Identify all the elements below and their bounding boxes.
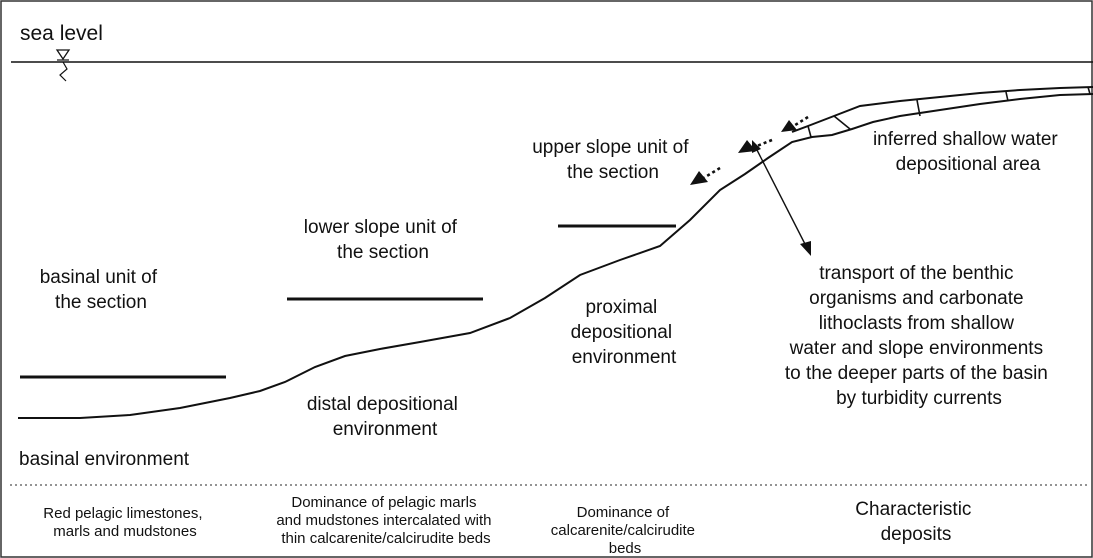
basinal-environment-label: basinal environment [19,449,190,470]
inferred-shallow-water-label: inferred shallow water depositional area [873,129,1063,175]
basinal-unit-label: basinal unit of the section [40,267,163,313]
sea-level-symbol-icon [55,49,71,82]
platform-top-line [791,86,1093,133]
turbidity-transport-label: transport of the benthic organisms and c… [785,263,1053,409]
dashed-arrow-icon [690,166,721,185]
upper-slope-deposits-label: Dominance of calcarenite/calcirudite bed… [551,504,699,557]
proximal-environment-label: proximal depositional environment [571,297,678,368]
characteristic-deposits-header: Characteristic deposits [855,499,976,545]
sea-level-label: sea level [20,22,103,45]
platform-bed-ticks [807,86,1091,138]
transport-arrow-icon [752,140,811,256]
upper-slope-unit-label: upper slope unit of the section [532,137,694,183]
basinal-deposits-label: Red pelagic limestones, marls and mudsto… [43,505,206,540]
dashed-arrow-icon [738,138,773,153]
dashed-arrow-icon [781,115,809,132]
lower-slope-unit-label: lower slope unit of the section [304,217,462,263]
distal-environment-label: distal depositional environment [307,394,463,440]
seafloor-profile-line [18,93,1093,419]
lower-slope-deposits-label: Dominance of pelagic marls and mudstones… [276,494,495,547]
